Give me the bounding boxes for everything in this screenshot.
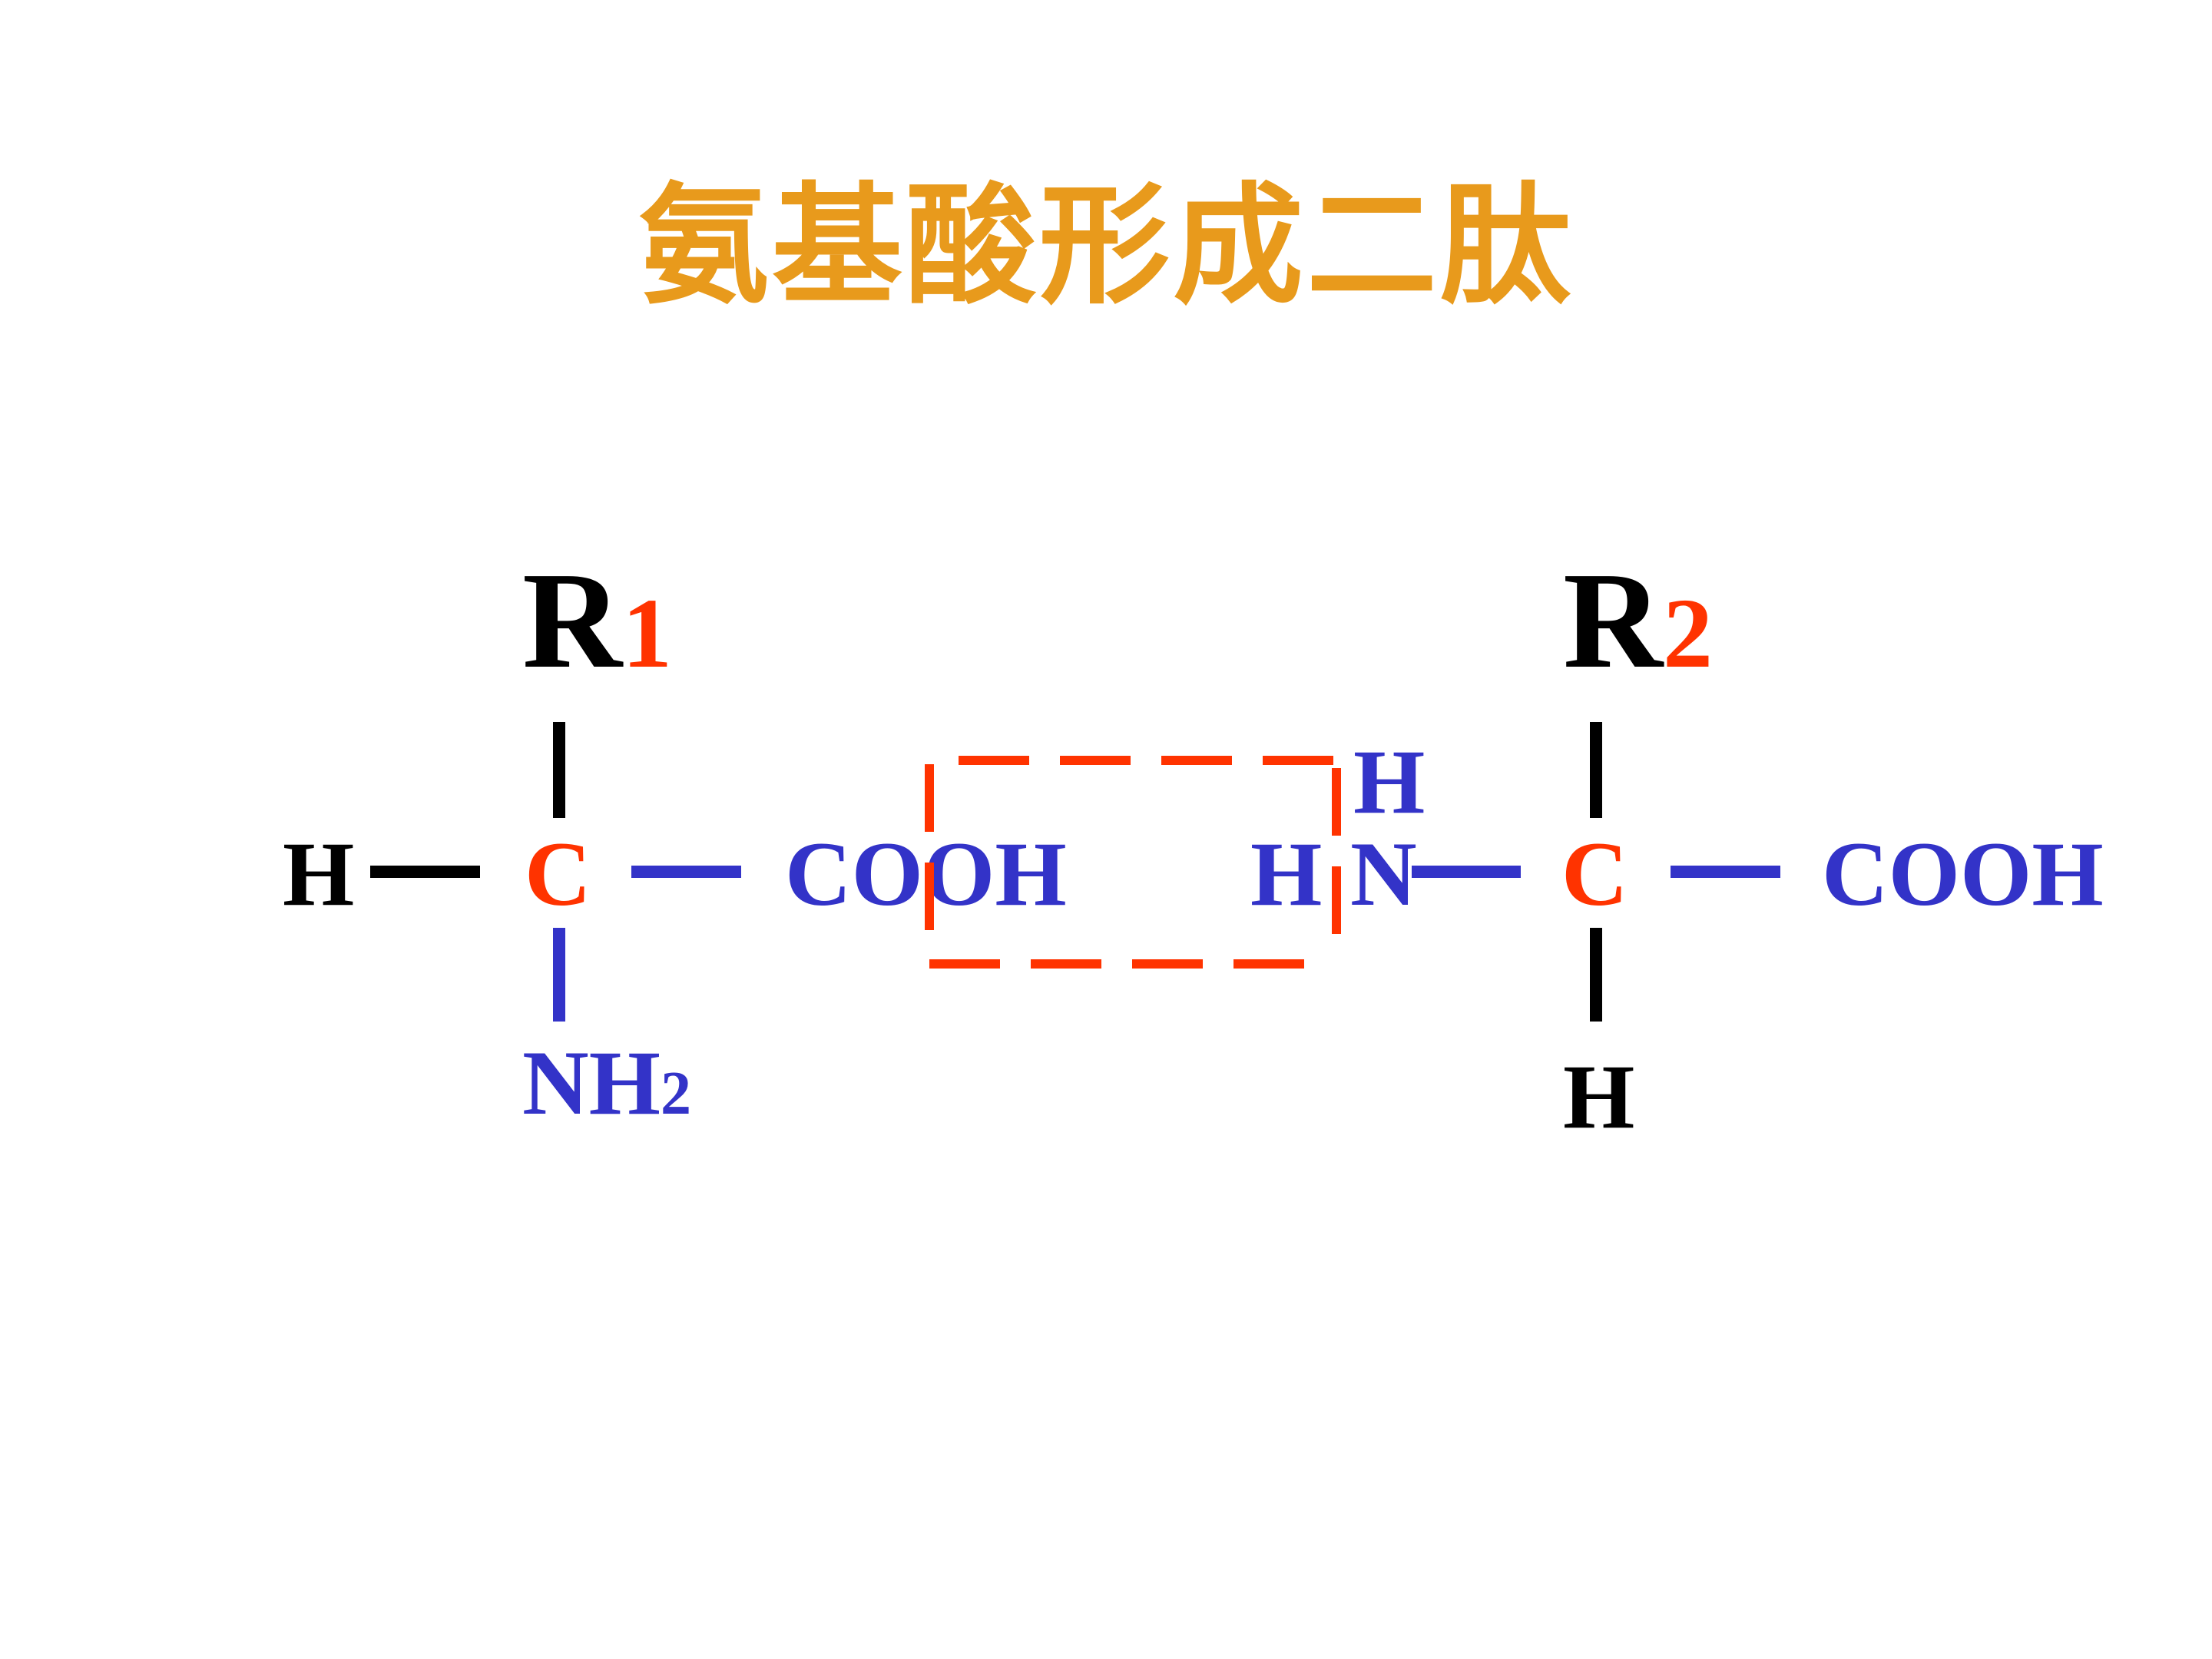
mol2-amine-h-top: H bbox=[1353, 730, 1425, 833]
mol2-amine-n: N bbox=[1350, 823, 1417, 925]
slide-title: 氨基酸形成二肽 bbox=[637, 169, 1574, 323]
mol1-amino-nh: NH bbox=[522, 1031, 661, 1134]
mol2-carbon: C bbox=[1561, 823, 1628, 925]
mol2-r-index: 2 bbox=[1663, 578, 1713, 689]
mol1-r-letter: R bbox=[522, 544, 624, 697]
mol1-amino-sub: 2 bbox=[661, 1060, 691, 1128]
mol1-r-group: R1 bbox=[522, 544, 672, 697]
mol2-r-letter: R bbox=[1563, 544, 1664, 697]
mol1-r-index: 1 bbox=[622, 578, 672, 689]
mol2-carboxyl: COOH bbox=[1822, 823, 2104, 925]
mol1-left-h: H bbox=[283, 823, 354, 925]
mol1-carbon: C bbox=[525, 823, 591, 925]
mol2-bottom-h: H bbox=[1563, 1045, 1634, 1147]
mol1-amino: NH2 bbox=[522, 1031, 691, 1134]
mol2-amine-h-left: H bbox=[1250, 823, 1322, 925]
water-removal-box bbox=[925, 756, 1341, 969]
mol2-r-group: R2 bbox=[1563, 544, 1713, 697]
